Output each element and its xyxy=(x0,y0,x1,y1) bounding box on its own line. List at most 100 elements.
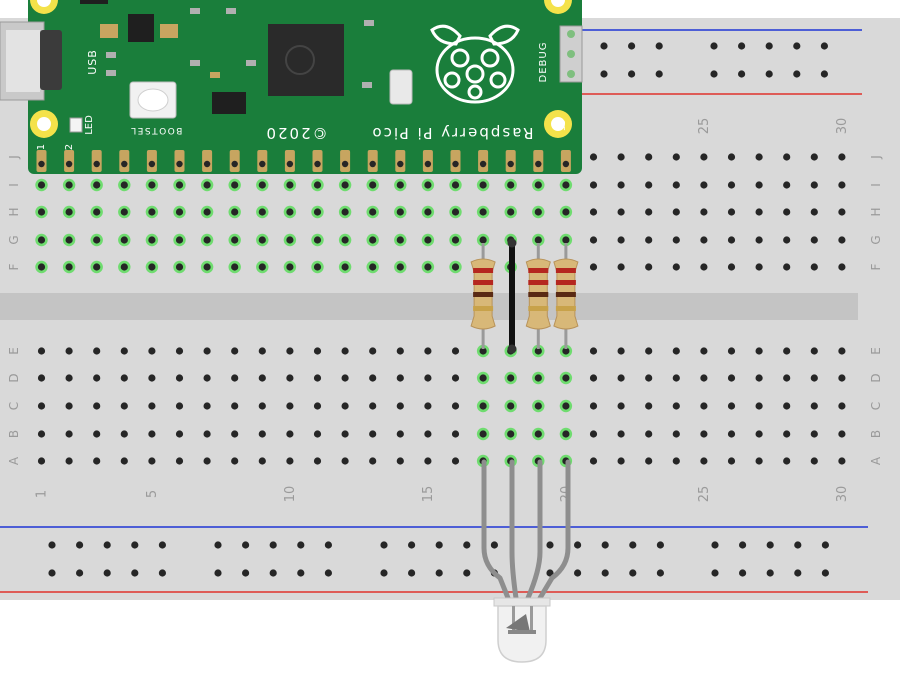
breadboard-hole xyxy=(755,374,763,382)
breadboard-hole xyxy=(700,208,708,216)
breadboard-hole xyxy=(231,181,239,189)
breadboard-hole xyxy=(93,374,101,382)
breadboard-hole xyxy=(258,263,266,271)
breadboard-hole xyxy=(507,402,515,410)
breadboard-hole xyxy=(341,263,349,271)
breadboard-hole xyxy=(313,347,322,355)
row-letter: C xyxy=(7,402,21,410)
breadboard-hole xyxy=(175,374,184,382)
breadboard-hole xyxy=(341,430,349,438)
rail-hole xyxy=(214,569,222,577)
rail-hole xyxy=(820,42,829,50)
breadboard-hole xyxy=(286,208,294,216)
breadboard-hole xyxy=(507,181,515,189)
breadboard-hole xyxy=(120,374,128,382)
breadboard-hole xyxy=(424,181,432,189)
breadboard-hole xyxy=(396,430,404,438)
rail-hole xyxy=(214,541,222,549)
breadboard-hole xyxy=(258,430,266,438)
breadboard-hole xyxy=(341,181,349,189)
resistor xyxy=(470,243,496,349)
breadboard-hole xyxy=(175,208,184,216)
breadboard-hole xyxy=(313,402,322,410)
usb-label: USB xyxy=(86,49,99,75)
breadboard-hole xyxy=(755,208,763,216)
breadboard-hole xyxy=(507,430,515,438)
breadboard-hole xyxy=(479,208,487,216)
breadboard-hole xyxy=(617,181,625,189)
breadboard-hole xyxy=(65,347,73,355)
rail-hole xyxy=(546,541,554,549)
onboard-led xyxy=(69,117,83,133)
breadboard-hole xyxy=(589,208,598,216)
rail-hole xyxy=(380,541,388,549)
breadboard-hole xyxy=(37,236,46,244)
breadboard-hole xyxy=(93,457,101,465)
breadboard-hole xyxy=(65,181,73,189)
breadboard-hole xyxy=(589,153,598,161)
rail-hole xyxy=(76,569,84,577)
breadboard-hole xyxy=(258,457,266,465)
breadboard-hole xyxy=(838,181,846,189)
breadboard-hole xyxy=(231,236,239,244)
breadboard-hole xyxy=(562,374,570,382)
breadboard-hole xyxy=(783,181,791,189)
row-letter: H xyxy=(7,207,21,216)
breadboard-hole xyxy=(727,263,736,271)
row-letter: H xyxy=(869,207,883,216)
breadboard-hole xyxy=(37,430,46,438)
breadboard-hole xyxy=(369,347,377,355)
breadboard-hole xyxy=(838,457,846,465)
pico-pin-hole xyxy=(203,160,211,168)
pico-pin-hole xyxy=(369,160,376,168)
breadboard-hole xyxy=(37,402,46,410)
breadboard-hole xyxy=(727,374,736,382)
breadboard-hole xyxy=(148,430,156,438)
rail-hole xyxy=(408,541,416,549)
breadboard-hole xyxy=(589,347,598,355)
rail-hole xyxy=(131,541,139,549)
breadboard-hole xyxy=(203,236,211,244)
breadboard-hole xyxy=(313,430,322,438)
breadboard-hole xyxy=(341,236,349,244)
breadboard-hole xyxy=(203,347,211,355)
breadboard-hole xyxy=(258,402,266,410)
breadboard-hole xyxy=(755,457,763,465)
rail-hole xyxy=(738,42,746,50)
breadboard-hole xyxy=(838,430,846,438)
breadboard-hole xyxy=(93,263,101,271)
breadboard-hole xyxy=(148,236,156,244)
breadboard-hole xyxy=(231,457,239,465)
breadboard-hole xyxy=(617,374,625,382)
breadboard-hole xyxy=(838,347,846,355)
raspberry-pi-pico: USB LED 1 2 BOOTSEL xyxy=(0,0,583,174)
breadboard-hole xyxy=(589,457,598,465)
rail-hole xyxy=(711,569,719,577)
breadboard-hole xyxy=(369,457,377,465)
breadboard-hole xyxy=(479,347,487,355)
bottom-power-rail xyxy=(0,518,900,600)
breadboard-hole xyxy=(424,347,432,355)
rail-hole xyxy=(490,541,498,549)
breadboard-hole xyxy=(396,236,404,244)
breadboard-hole xyxy=(65,457,73,465)
breadboard-hole xyxy=(148,347,156,355)
breadboard-hole xyxy=(424,374,432,382)
breadboard-hole xyxy=(231,347,239,355)
breadboard-hole xyxy=(617,208,625,216)
row-letter: G xyxy=(7,235,21,244)
breadboard-hole xyxy=(783,457,791,465)
breadboard-hole xyxy=(479,374,487,382)
row-letter: D xyxy=(7,373,21,382)
breadboard-hole xyxy=(369,181,377,189)
breadboard-hole xyxy=(175,402,184,410)
breadboard-hole xyxy=(93,236,101,244)
breadboard-hole xyxy=(645,402,653,410)
breadboard-hole xyxy=(313,374,322,382)
breadboard-hole xyxy=(203,457,211,465)
breadboard-hole xyxy=(369,208,377,216)
breadboard-hole xyxy=(231,430,239,438)
breadboard-hole xyxy=(534,347,542,355)
breadboard-hole xyxy=(231,208,239,216)
